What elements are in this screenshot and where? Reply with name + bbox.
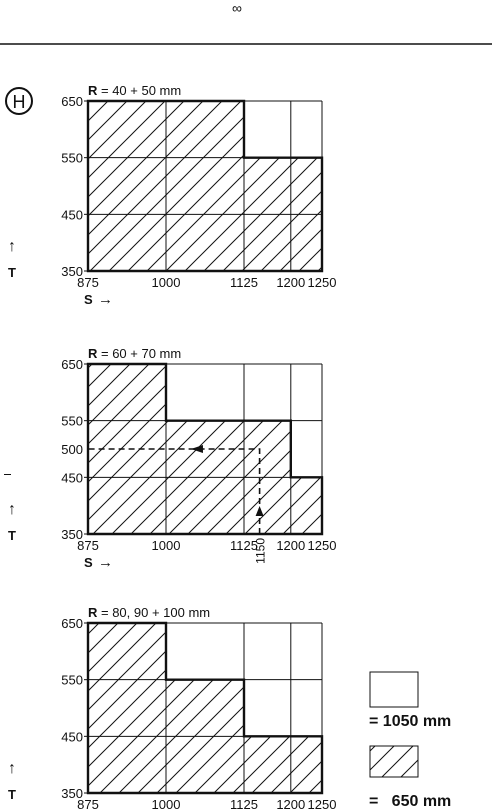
s-tick-label: 1000 [152, 797, 181, 811]
t-tick-label: 350 [61, 264, 83, 279]
s-tick-label: 1250 [308, 275, 337, 290]
s-axis-label: S [84, 292, 93, 307]
r-value: = 80, 90 + 100 mm [97, 605, 210, 620]
s-tick-label: 1125 [230, 538, 258, 553]
t-tick-label: 450 [61, 729, 83, 744]
region-outline [86, 621, 324, 795]
s-tick-label: 1125 [230, 797, 258, 811]
s-tick-label: 1000 [152, 275, 181, 290]
s-axis-arrow: → [98, 291, 113, 308]
t-tick-label: 450 [61, 207, 83, 222]
chart-r-title: R = 60 + 70 mm [88, 346, 181, 361]
s-tick-label: 1200 [276, 275, 305, 290]
example-path [88, 448, 261, 534]
hatched-region [244, 736, 322, 793]
t-tick-label: 550 [61, 414, 83, 429]
marker-circle [5, 87, 33, 115]
header-glyph: ∞ [232, 0, 242, 16]
s-tick-label: 1250 [308, 797, 337, 811]
s-tick-label: 875 [77, 275, 99, 290]
hatched-region [88, 623, 166, 793]
t-tick-label: 550 [61, 673, 83, 688]
t-axis-label: T [8, 265, 16, 280]
s-tick-label: 1200 [276, 538, 305, 553]
marker-h: H [5, 87, 33, 115]
legend: = 1050 mm = 650 mm [369, 671, 451, 810]
t-tick-label: 450 [61, 470, 83, 485]
t-tick-label: 650 [61, 94, 83, 109]
example-arrowhead-up [255, 506, 264, 516]
example-t-label: 500 [61, 442, 83, 457]
t-tick-label: 650 [61, 616, 83, 631]
s-axis-label: S [84, 555, 93, 570]
s-tick-label: 1200 [276, 797, 305, 811]
s-axis-arrow: → [98, 554, 113, 571]
t-tick-label: 550 [61, 151, 83, 166]
marker-letter: H [13, 92, 26, 112]
s-tick-label: 1125 [230, 275, 258, 290]
hatched-region [290, 477, 322, 534]
example-s-label: 1150 [254, 538, 268, 564]
chart-r-title: R = 80, 90 + 100 mm [88, 605, 210, 620]
t-axis-arrow: ↑ [8, 501, 16, 518]
t-tick-label: 650 [61, 357, 83, 372]
t-axis-arrow: ↑ [8, 238, 16, 255]
t-tick-label: 350 [61, 786, 83, 801]
legend-label-blank: = 1050 mm [369, 713, 451, 730]
t-axis-label: T [8, 787, 16, 802]
example-arrowhead-left [190, 445, 203, 453]
s-tick-label: 1000 [152, 538, 181, 553]
legend-label-hatched: = 650 mm [369, 793, 451, 810]
chart-r-title: R = 40 + 50 mm [88, 83, 181, 98]
r-value: = 40 + 50 mm [97, 83, 181, 98]
s-tick-label: 875 [77, 538, 99, 553]
legend-swatch-hatched [369, 745, 419, 778]
t-tick-label: 350 [61, 527, 83, 542]
s-tick-label: 875 [77, 797, 99, 811]
legend-swatch-blank [369, 671, 419, 708]
r-value: = 60 + 70 mm [97, 346, 181, 361]
region-outline [86, 362, 324, 536]
t-axis-label: T [8, 528, 16, 543]
s-tick-label: 1250 [308, 538, 337, 553]
t-axis-arrow: ↑ [8, 760, 16, 777]
